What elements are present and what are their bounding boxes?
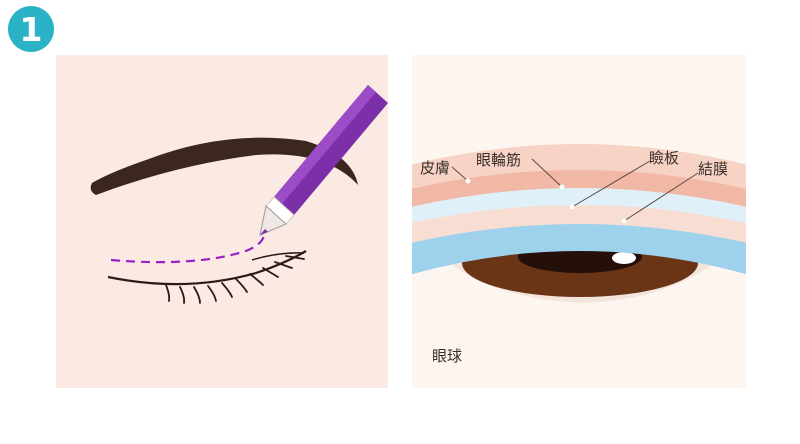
- eyelash: [179, 286, 186, 304]
- marking-pen: [259, 85, 388, 236]
- eyelash: [249, 273, 264, 286]
- pen-body-highlight: [274, 85, 376, 204]
- tarsus-label: 瞼板: [649, 149, 680, 167]
- step-number-badge: 1: [8, 6, 54, 52]
- pen-tip: [259, 205, 287, 236]
- orbicularis-dot: [559, 184, 565, 190]
- eyelash: [193, 286, 201, 304]
- left-panel-background: [56, 55, 388, 388]
- eyelash: [207, 285, 217, 302]
- eyelash: [285, 255, 305, 260]
- orbicularis-label: 眼輪筋: [476, 151, 522, 169]
- skin-dot: [465, 178, 471, 184]
- eyelid-cross-section: 皮膚 眼輪筋 瞼板 結膜 眼球: [412, 55, 746, 388]
- eyebrow: [90, 137, 358, 195]
- eyelash: [221, 282, 233, 298]
- conjunctiva-leader: [623, 172, 699, 222]
- pen-body: [274, 85, 388, 215]
- tarsus-dot: [569, 204, 575, 210]
- eyelid-marking-svg: [56, 55, 388, 388]
- eyeball-label: 眼球: [432, 347, 463, 365]
- eyelash: [274, 261, 293, 269]
- skin-label: 皮膚: [420, 159, 451, 177]
- closed-eyelid-line: [107, 250, 307, 286]
- eyelashes: [165, 255, 305, 304]
- orbicularis-leader: [531, 158, 563, 188]
- conjunctiva-label: 結膜: [698, 160, 729, 178]
- eyelid-cross-section-svg: [412, 55, 746, 388]
- leader-lines: [451, 158, 699, 222]
- eyelash: [165, 284, 171, 302]
- eyelash: [235, 278, 248, 293]
- eye-highlight: [612, 252, 636, 264]
- leader-dots: [465, 178, 627, 224]
- eyelash: [262, 267, 279, 278]
- pen-nib: [260, 229, 268, 235]
- tarsus-leader: [571, 160, 651, 208]
- eyelid-marking-illustration: [56, 55, 388, 388]
- skin-leader: [451, 166, 469, 182]
- conjunctiva-dot: [621, 218, 627, 224]
- skin-layer: [412, 144, 746, 189]
- incision-marking-line: [110, 230, 266, 264]
- eyelid-crease-upper: [251, 252, 305, 261]
